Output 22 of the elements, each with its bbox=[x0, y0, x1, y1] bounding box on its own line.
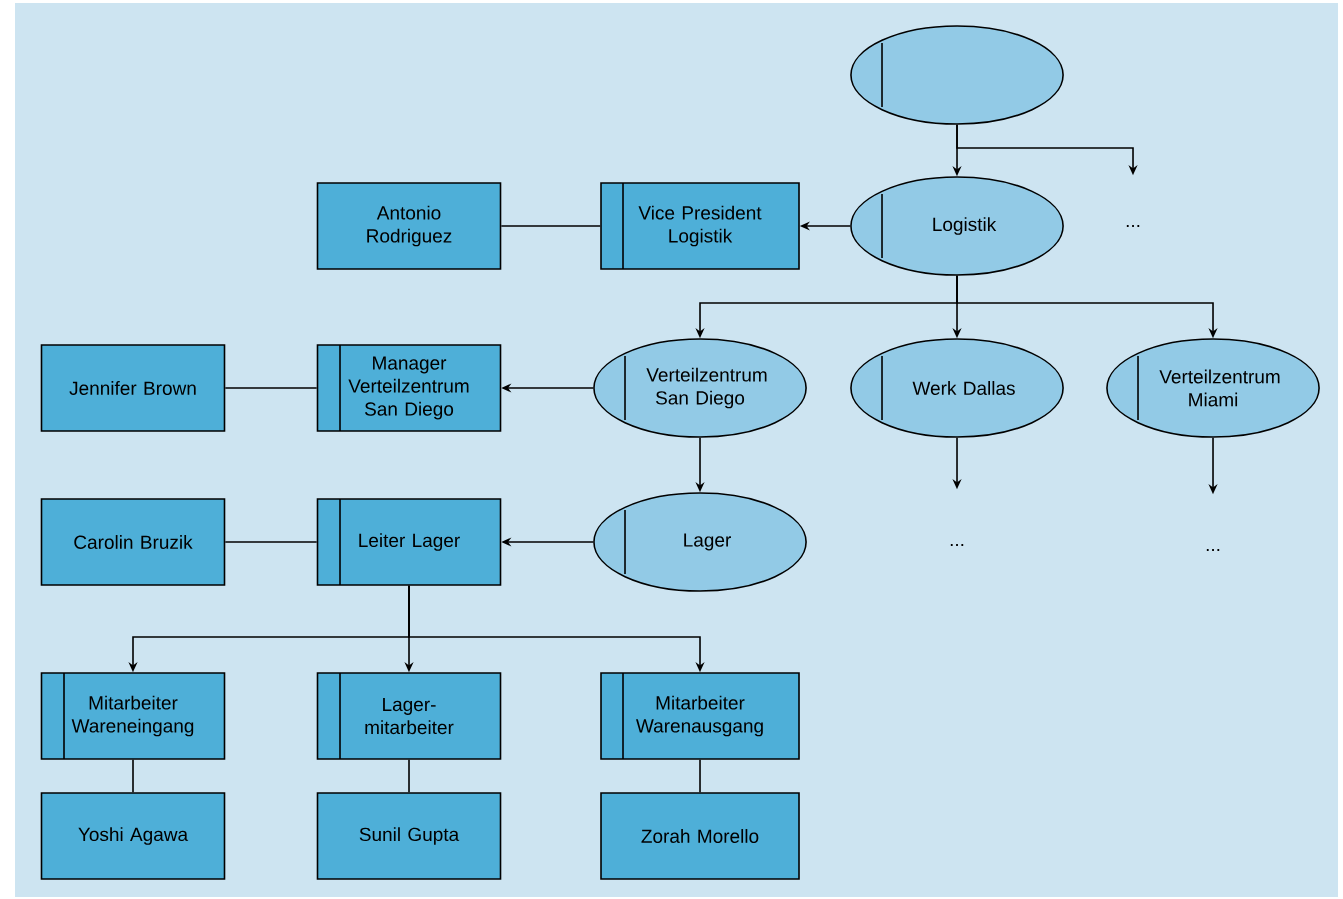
connector-line bbox=[132, 759, 134, 793]
employee-box: Jennifer Brown bbox=[40, 344, 226, 432]
position-box: Leiter Lager bbox=[316, 498, 502, 586]
position-box: Mitarbeiter Wareneingang bbox=[40, 672, 226, 760]
connector-line bbox=[500, 225, 601, 227]
employee-box: Antonio Rodriguez bbox=[316, 182, 502, 270]
connector-line bbox=[224, 387, 318, 389]
ellipsis-text: ... bbox=[1206, 549, 1220, 551]
connector-line bbox=[224, 541, 318, 543]
employee-box: Zorah Morello bbox=[600, 792, 800, 880]
employee-box: Yoshi Agawa bbox=[40, 792, 226, 880]
position-box: Mitarbeiter Warenausgang bbox=[600, 672, 800, 760]
ellipsis-text: ... bbox=[1126, 225, 1140, 227]
employee-box: Carolin Bruzik bbox=[40, 498, 226, 586]
employee-box: Sunil Gupta bbox=[316, 792, 502, 880]
ellipsis-text: ... bbox=[950, 544, 964, 546]
position-box: Lager-mitarbeiter bbox=[316, 672, 502, 760]
org-unit-ellipse bbox=[850, 25, 1064, 125]
connector-line bbox=[699, 759, 701, 793]
position-box: Manager Verteilzentrum San Diego bbox=[316, 344, 502, 432]
connector-line bbox=[408, 759, 410, 793]
position-box: Vice President Logistik bbox=[600, 182, 800, 270]
